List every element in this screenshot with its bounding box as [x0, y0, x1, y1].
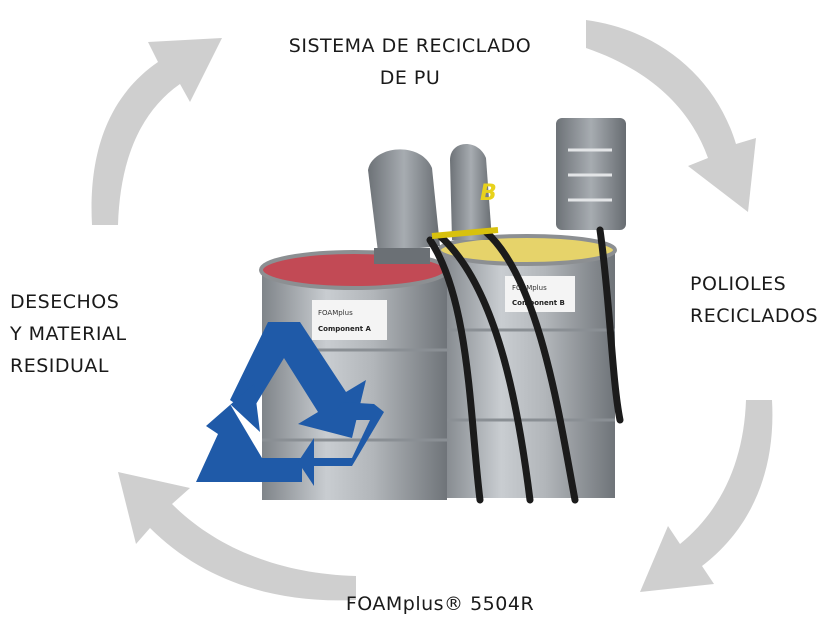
cycle-arrows [91, 20, 773, 601]
label-recycled-polyols: POLIOLES RECICLADOS [690, 268, 818, 332]
pump-b-letter: B [480, 181, 497, 206]
drums-photo: FOAMplus Component B B FOAMplus Componen… [259, 118, 626, 504]
recycle-icon [196, 322, 384, 486]
hoses [426, 226, 624, 504]
drum-b-lid [437, 234, 617, 266]
drum-b-brand: FOAMplus [512, 284, 547, 292]
label-line: Y MATERIAL [10, 323, 127, 345]
cycle-arrow-icon-top-right [586, 20, 756, 212]
label-line: DESECHOS [10, 291, 120, 313]
cycle-arrow-icon-top-left [91, 38, 223, 225]
label-line: SISTEMA DE RECICLADO [288, 35, 532, 57]
label-line: RESIDUAL [10, 355, 109, 377]
cycle-arrow-icon-bottom-right [640, 400, 773, 592]
label-product: FOAMplus® 5504R [345, 593, 535, 615]
drum-a-component: Component A [318, 325, 372, 333]
label-line: RECICLADOS [690, 305, 819, 327]
label-line: POLIOLES [690, 273, 787, 295]
drum-b-component: Component B [512, 299, 565, 307]
cycle-arrow-icon-bottom-left [118, 472, 356, 601]
label-waste-material: DESECHOS Y MATERIAL RESIDUAL [10, 286, 127, 382]
pump-b [450, 143, 492, 240]
label-pu-recycling-system: SISTEMA DE RECICLADO DE PU [240, 30, 580, 94]
label-line: DE PU [379, 67, 441, 89]
drum-a-brand: FOAMplus [318, 309, 353, 317]
pump-a [368, 149, 440, 252]
drum-a-label [312, 300, 387, 340]
